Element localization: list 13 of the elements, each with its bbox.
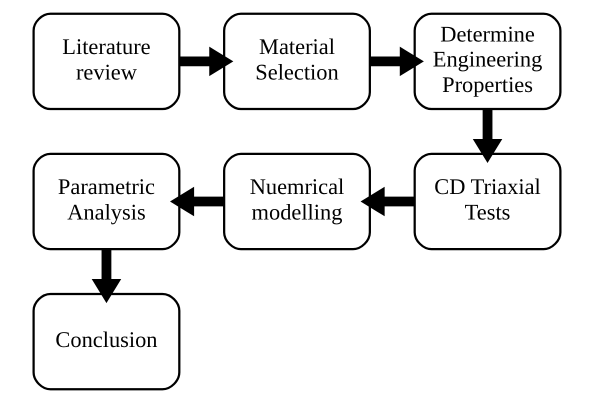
node-box: Nuemrical modelling (223, 152, 371, 250)
arrow (179, 46, 234, 76)
arrow (170, 186, 224, 216)
node-box: Determine Engineering Properties (414, 12, 562, 110)
node-box: CD Triaxial Tests (414, 152, 562, 250)
node-box: Conclusion (32, 292, 180, 390)
arrow (370, 46, 424, 76)
arrow (92, 249, 122, 304)
arrow (360, 186, 414, 216)
arrow (472, 109, 502, 164)
node-box: Parametric Analysis (32, 152, 180, 250)
node-box: Material Selection (223, 12, 371, 110)
node-box: Literature review (32, 12, 180, 110)
